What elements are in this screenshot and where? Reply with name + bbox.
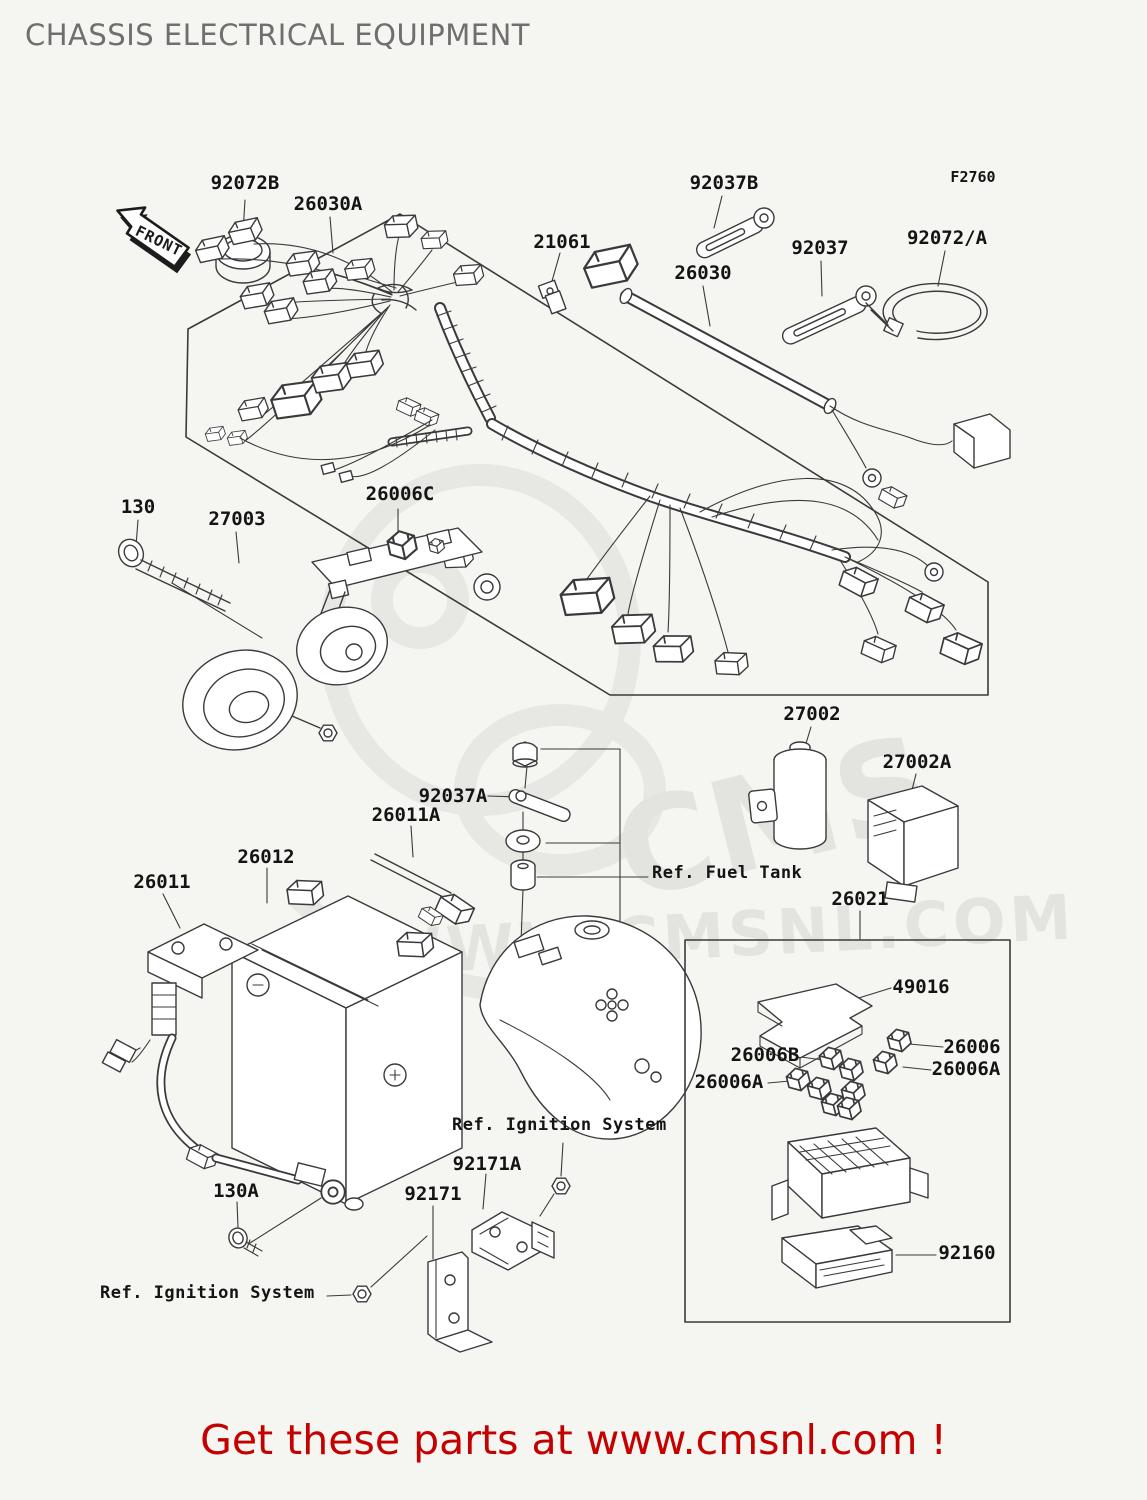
part-label-92171a[interactable]: 92171A [452, 1153, 522, 1175]
drawing-ref-ignition-nut-bottom [352, 1285, 372, 1303]
part-label-26012[interactable]: 26012 [237, 846, 295, 868]
drawing-26011a-lead [370, 853, 477, 930]
part-label-26021[interactable]: 26021 [831, 888, 889, 910]
part-label-21061[interactable]: 21061 [533, 231, 591, 253]
part-label-26006a-right[interactable]: 26006A [931, 1058, 1001, 1080]
part-label-26011a[interactable]: 26011A [371, 804, 441, 826]
drawing-130-bolt [117, 538, 231, 612]
part-label-26006c[interactable]: 26006C [365, 483, 435, 505]
drawing-fuel-tank-reference [479, 915, 702, 1140]
part-label-92072b[interactable]: 92072B [210, 172, 280, 194]
fusebox-enclosure [684, 939, 1011, 1323]
front-arrow: FRONT [116, 206, 192, 274]
fiche-code: F2760 [950, 168, 996, 186]
part-label-26006b[interactable]: 26006B [730, 1044, 800, 1066]
drawing-tank-mount-stack [505, 741, 571, 943]
part-label-26011[interactable]: 26011 [133, 871, 191, 893]
part-label-26006[interactable]: 26006 [943, 1036, 1001, 1058]
ref-label-fuel-tank[interactable]: Ref. Fuel Tank [652, 863, 803, 883]
drawing-26030-sub-harness [578, 237, 1011, 512]
drawing-26030a-main-harness [192, 210, 985, 679]
cmsnl-promo-banner[interactable]: Get these parts at www.cmsnl.com ! [200, 1416, 947, 1464]
part-label-92037a[interactable]: 92037A [418, 785, 488, 807]
ref-label-ignition-system-mid[interactable]: Ref. Ignition System [452, 1115, 667, 1135]
drawing-92072a-cable-tie [865, 282, 988, 341]
drawing-92037b-clamp [695, 207, 775, 259]
drawing-92160-tray [781, 1225, 893, 1289]
drawing-92037-clamp [781, 285, 877, 345]
drawing-27002a-relay [867, 785, 959, 903]
part-label-27002a[interactable]: 27002A [882, 751, 952, 773]
part-label-27003[interactable]: 27003 [208, 508, 266, 530]
part-label-26030[interactable]: 26030 [674, 262, 732, 284]
part-label-92160[interactable]: 92160 [938, 1242, 996, 1264]
drawing-21061-clip [537, 279, 567, 315]
part-label-92171[interactable]: 92171 [404, 1183, 462, 1205]
part-label-130[interactable]: 130 [120, 496, 156, 518]
drawing-junction-box [771, 1127, 929, 1221]
drawing-ref-ignition-nut-mid [551, 1177, 571, 1195]
drawing-92171-bracket [427, 1251, 493, 1353]
part-label-92037b[interactable]: 92037B [689, 172, 759, 194]
page-title: CHASSIS ELECTRICAL EQUIPMENT [25, 18, 530, 52]
drawing-92171a-bracket [471, 1211, 555, 1271]
part-label-26006a-left[interactable]: 26006A [694, 1071, 764, 1093]
drawing-26011-cable [101, 923, 364, 1211]
part-label-26030a[interactable]: 26030A [293, 193, 363, 215]
ref-label-ignition-system-bottom[interactable]: Ref. Ignition System [100, 1283, 315, 1303]
part-label-130a[interactable]: 130A [213, 1180, 259, 1202]
leader-lines [135, 195, 946, 1297]
part-label-27002[interactable]: 27002 [783, 703, 841, 725]
part-label-92072a[interactable]: 92072/A [906, 227, 988, 249]
drawing-130a-bolt [228, 1227, 263, 1257]
drawing-49016-cover [757, 983, 873, 1069]
main-harness-enclosure [185, 213, 989, 696]
drawing-27002-relay [748, 741, 827, 850]
drawing-26012-battery [231, 876, 463, 1205]
part-label-92037[interactable]: 92037 [791, 237, 849, 259]
part-label-49016[interactable]: 49016 [892, 976, 950, 998]
